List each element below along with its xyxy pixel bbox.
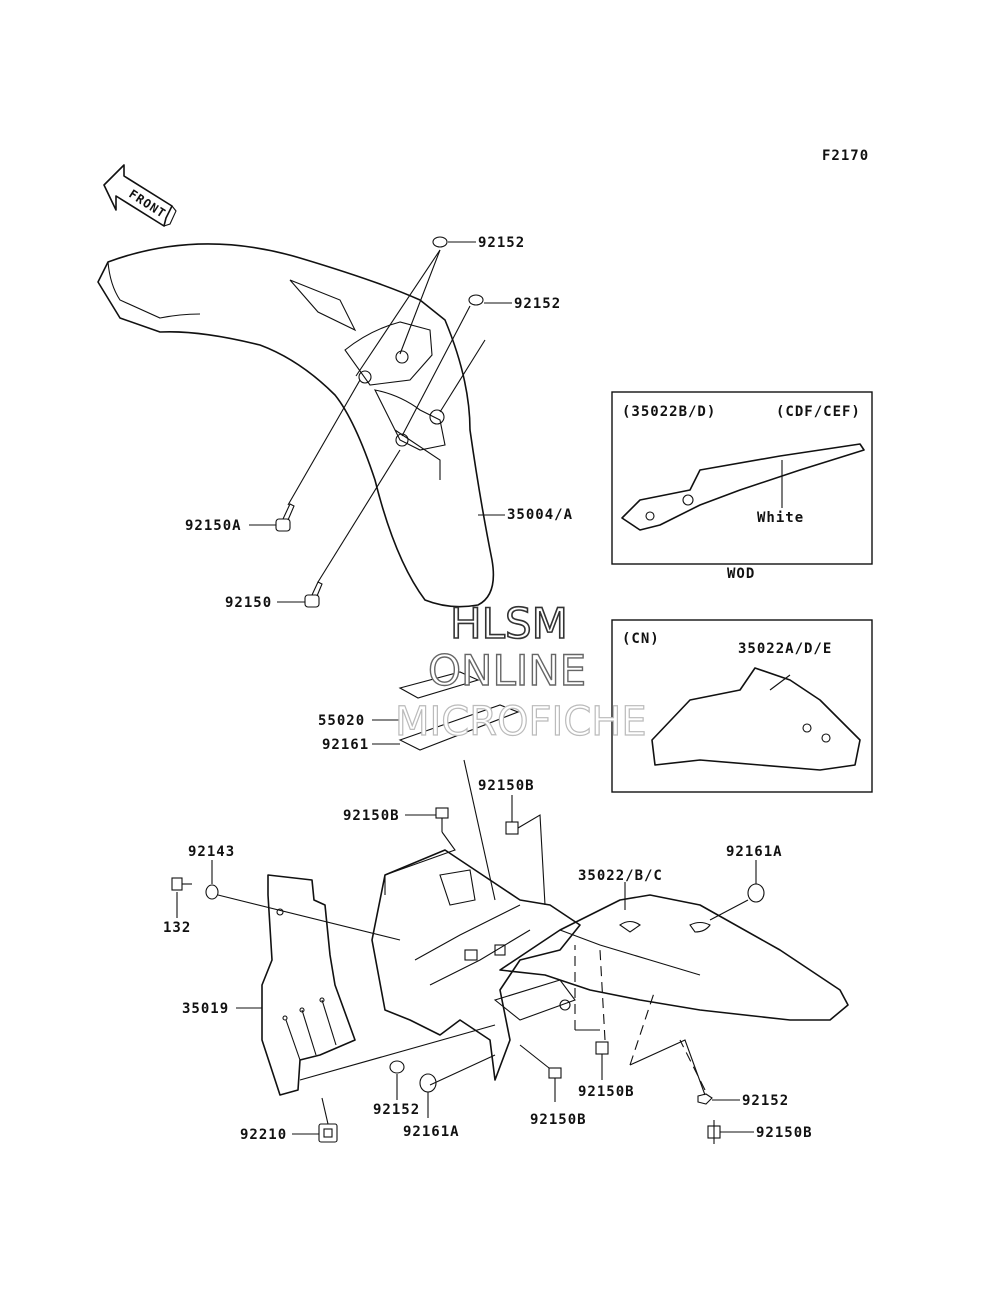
reflector-55020: 55020 92161: [318, 671, 520, 753]
label-92150: 92150: [225, 595, 272, 611]
front-arrow-icon: FRONT: [103, 164, 177, 227]
watermark: HLSM ONLINE MICROFICHE: [394, 598, 647, 745]
bolt-92150b-a: 92150B: [343, 807, 456, 895]
label-35004: 35004/A: [507, 507, 573, 523]
rear-leaders: [299, 945, 706, 1096]
label-35022bc: 35022/B/C: [578, 868, 663, 884]
inset-cn-variant: (CN): [622, 631, 660, 647]
grommet-92161a-b: 92161A: [403, 1073, 460, 1140]
callout-35022bc: 35022/B/C: [578, 868, 663, 910]
label-92161a-a: 92161A: [726, 844, 783, 860]
inset-wod-caption: WOD: [727, 566, 755, 582]
label-92152-d: 92152: [742, 1093, 789, 1109]
rear-fender: [499, 894, 849, 1021]
label-92150b-d: 92150B: [578, 1084, 635, 1100]
label-92161: 92161: [322, 737, 369, 753]
grommet-92161a-a: 92161A: [709, 844, 783, 921]
rear-bracket: [371, 849, 581, 1081]
clip-92152-a: 92152: [355, 235, 525, 377]
watermark-line2: ONLINE: [428, 646, 586, 695]
watermark-line1: HLSM: [450, 599, 568, 648]
inset-wod-variant: (CDF/CEF): [776, 404, 861, 420]
clip-92152-d: 92152: [697, 1093, 789, 1109]
inset-wod-part: (35022B/D): [622, 404, 716, 420]
label-92143: 92143: [188, 844, 235, 860]
bolt-92150a: 92150A: [185, 379, 361, 534]
label-92150b-a: 92150B: [343, 808, 400, 824]
plate-bracket-35019: 35019: [182, 874, 356, 1096]
label-55020: 55020: [318, 713, 365, 729]
bolt-92150b-d: 92150B: [578, 1041, 635, 1100]
figure-code: F2170: [822, 148, 869, 164]
watermark-line3: MICROFICHE: [395, 699, 647, 745]
inset-cn: (CN) 35022A/D/E: [611, 619, 873, 793]
label-92210: 92210: [240, 1127, 287, 1143]
label-92150b-c: 92150B: [530, 1112, 587, 1128]
callout-35004: 35004/A: [478, 507, 573, 523]
label-92150a: 92150A: [185, 518, 242, 534]
front-fender: [97, 243, 495, 608]
label-92150b-e: 92150B: [756, 1125, 813, 1141]
nut-92143: 92143: [188, 844, 401, 941]
clip-92152-b: 92152: [401, 294, 561, 437]
label-92152-a: 92152: [478, 235, 525, 251]
screw-132: 132: [163, 877, 192, 936]
bolt-92150b-e: 92150B: [707, 1120, 813, 1144]
label-132: 132: [163, 920, 191, 936]
label-92161a-b: 92161A: [403, 1124, 460, 1140]
washer-92152-c: 92152: [373, 1060, 420, 1118]
inset-cn-part: 35022A/D/E: [738, 641, 832, 657]
inset-wod: (35022B/D) (CDF/CEF) White WOD: [611, 391, 873, 582]
bolt-92150b-c: 92150B: [519, 1044, 587, 1128]
label-35019: 35019: [182, 1001, 229, 1017]
inset-wod-color: White: [757, 510, 804, 526]
bolt-92150b-b: 92150B: [463, 759, 546, 906]
label-92150b-b: 92150B: [478, 778, 535, 794]
nut-92210: 92210: [240, 1097, 338, 1143]
label-92152-b: 92152: [514, 296, 561, 312]
label-92152-c: 92152: [373, 1102, 420, 1118]
bolt-92150: 92150: [225, 449, 401, 611]
